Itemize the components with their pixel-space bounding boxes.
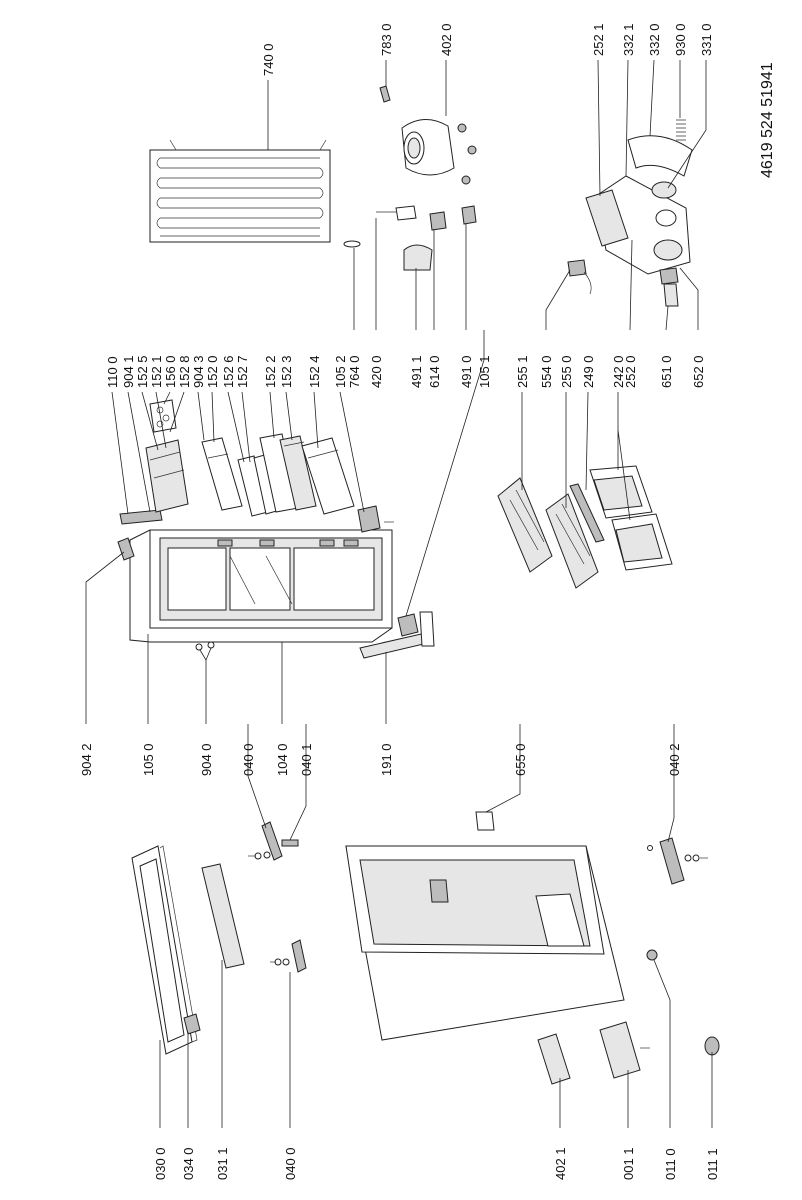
part-bottom-hinge — [647, 837, 708, 885]
callout-152-0: 152 0 — [205, 355, 220, 388]
part-badge — [475, 811, 495, 831]
part-door-gasket — [359, 611, 435, 659]
callout-105-1: 105 1 — [477, 355, 492, 388]
part-screws-pair — [195, 641, 215, 651]
callout-614-0: 614 0 — [427, 355, 442, 388]
part-shelf-hinge — [357, 505, 394, 533]
callout-152-3: 152 3 — [279, 355, 294, 388]
callout-491-1: 491 1 — [409, 355, 424, 388]
callout-252-1: 252 1 — [591, 23, 606, 56]
callout-332-0: 332 0 — [647, 23, 662, 56]
part-crisper-lower — [611, 513, 673, 571]
part-overload-protector — [461, 205, 477, 225]
part-relay-cover — [403, 244, 433, 271]
callout-930-0: 930 0 — [673, 23, 688, 56]
part-door-panel — [201, 863, 245, 969]
part-shelf-trim — [569, 483, 605, 543]
leader-lines — [85, 59, 713, 1128]
part-door-shelf-lower — [259, 433, 317, 513]
part-door-shelf-bottom — [301, 437, 355, 515]
callout-402-1: 402 1 — [553, 1147, 568, 1180]
callout-242-0: 242 0 — [611, 355, 626, 388]
callout-152-5: 152 5 — [135, 355, 150, 388]
part-base-rail-left — [537, 1033, 571, 1085]
part-small-clip — [183, 1013, 201, 1035]
part-bulb — [663, 283, 679, 307]
callout-156-0: 156 0 — [163, 355, 178, 388]
callout-105-2: 105 2 — [333, 355, 348, 388]
part-tube — [379, 85, 391, 103]
part-control-knob — [627, 135, 693, 177]
callout-040-0-upper: 040 0 — [241, 743, 256, 776]
part-cabinet-body — [345, 845, 625, 1041]
part-condenser — [149, 139, 331, 243]
document-code: 4619 524 51941 — [759, 62, 776, 178]
part-leveling-screw — [646, 949, 658, 961]
part-connector — [567, 259, 592, 295]
callout-001-1: 001 1 — [621, 1147, 636, 1180]
callout-040-1: 040 1 — [299, 743, 314, 776]
callout-152-1: 152 1 — [149, 355, 164, 388]
callout-030-0: 030 0 — [153, 1147, 168, 1180]
callout-420-0: 420 0 — [369, 355, 384, 388]
callout-105-0: 105 0 — [141, 743, 156, 776]
part-starter-relay — [429, 211, 447, 231]
callout-783-0: 783 0 — [379, 23, 394, 56]
callout-402-0: 402 0 — [439, 23, 454, 56]
callout-152-4: 152 4 — [307, 355, 322, 388]
callout-191-0: 191 0 — [379, 743, 394, 776]
part-crisper-upper — [589, 465, 653, 519]
callout-904-3: 904 3 — [191, 355, 206, 388]
callout-110-0: 110 0 — [105, 356, 120, 388]
callout-904-2: 904 2 — [79, 743, 94, 776]
callout-040-0-lower: 040 0 — [283, 1147, 298, 1180]
part-fridge-door — [129, 529, 393, 643]
callout-040-2: 040 2 — [667, 743, 682, 776]
part-shelf-bracket — [201, 437, 243, 511]
callout-655-0: 655 0 — [513, 743, 528, 776]
part-thermostat-housing — [595, 175, 691, 275]
part-small-seal — [343, 240, 361, 248]
callout-740-0: 740 0 — [261, 43, 276, 76]
callout-011-0: 011 0 — [663, 1148, 678, 1180]
callout-252-0: 252 0 — [623, 355, 638, 388]
part-compressor — [401, 119, 477, 185]
part-base-rail-right — [599, 1021, 650, 1079]
part-door-shelf-top — [145, 439, 189, 513]
callout-255-1: 255 1 — [515, 355, 530, 388]
callout-255-0: 255 0 — [559, 355, 574, 388]
callout-152-6: 152 6 — [221, 355, 236, 388]
callout-152-8: 152 8 — [177, 355, 192, 388]
callout-491-0: 491 0 — [459, 355, 474, 388]
callout-764-0: 764 0 — [347, 355, 362, 388]
part-upper-hinge — [248, 821, 299, 861]
part-lamp-cover — [585, 189, 629, 247]
callout-651-0: 651 0 — [659, 355, 674, 388]
callout-labels: 030 0 034 0 031 1 040 0 402 1 001 1 011 … — [79, 23, 720, 1180]
callout-554-0: 554 0 — [539, 355, 554, 388]
callout-249-0: 249 0 — [581, 355, 596, 388]
callout-152-7: 152 7 — [235, 355, 250, 388]
callout-652-0: 652 0 — [691, 355, 706, 388]
part-hinge-cover — [119, 509, 163, 525]
part-hinge-block — [397, 613, 419, 637]
part-freezer-door-frame — [131, 845, 198, 1055]
callout-152-2: 152 2 — [263, 355, 278, 388]
callout-031-1: 031 1 — [215, 1147, 230, 1180]
callout-331-0: 331 0 — [699, 23, 714, 56]
callout-904-0: 904 0 — [199, 743, 214, 776]
part-lamp-holder — [659, 267, 679, 285]
part-egg-tray — [149, 399, 177, 433]
callout-034-0: 034 0 — [181, 1147, 196, 1180]
part-spring — [676, 119, 686, 141]
part-glass-shelf-upper — [497, 477, 553, 573]
callout-104-0: 104 0 — [275, 743, 290, 776]
part-glass-shelf-lower — [545, 493, 599, 589]
callout-011-1: 011 1 — [705, 1148, 720, 1180]
part-capacitor — [376, 205, 417, 221]
part-lower-hinge — [270, 939, 307, 973]
callout-904-1: 904 1 — [121, 355, 136, 388]
callout-332-1: 332 1 — [621, 23, 636, 56]
